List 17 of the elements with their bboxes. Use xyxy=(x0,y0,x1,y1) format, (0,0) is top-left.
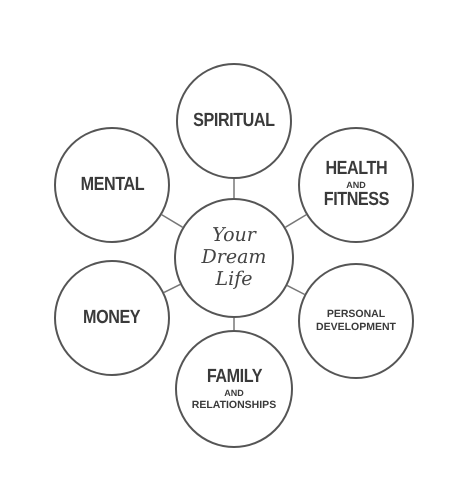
topic-label: SPIRITUAL xyxy=(193,110,275,132)
topic-label: HEALTH xyxy=(325,158,387,180)
topic-label: RELATIONSHIPS xyxy=(190,398,278,412)
connector-line xyxy=(286,284,305,296)
topic-label: MENTAL xyxy=(80,174,144,196)
topic-label: FITNESS xyxy=(323,190,389,212)
topic-label: AND xyxy=(224,388,244,399)
connector-line xyxy=(233,179,235,198)
topic-label: AND xyxy=(346,180,366,190)
connector-line xyxy=(161,214,183,228)
connector-line xyxy=(285,214,307,228)
connector-line xyxy=(164,284,180,294)
connector-line xyxy=(233,318,235,330)
topic-label: FAMILY xyxy=(206,366,262,388)
topic-label: MONEY xyxy=(83,308,141,328)
topic-label: PERSONAL DEVELOPMENT xyxy=(315,308,397,334)
center-title: Your Dream Life xyxy=(200,225,268,291)
